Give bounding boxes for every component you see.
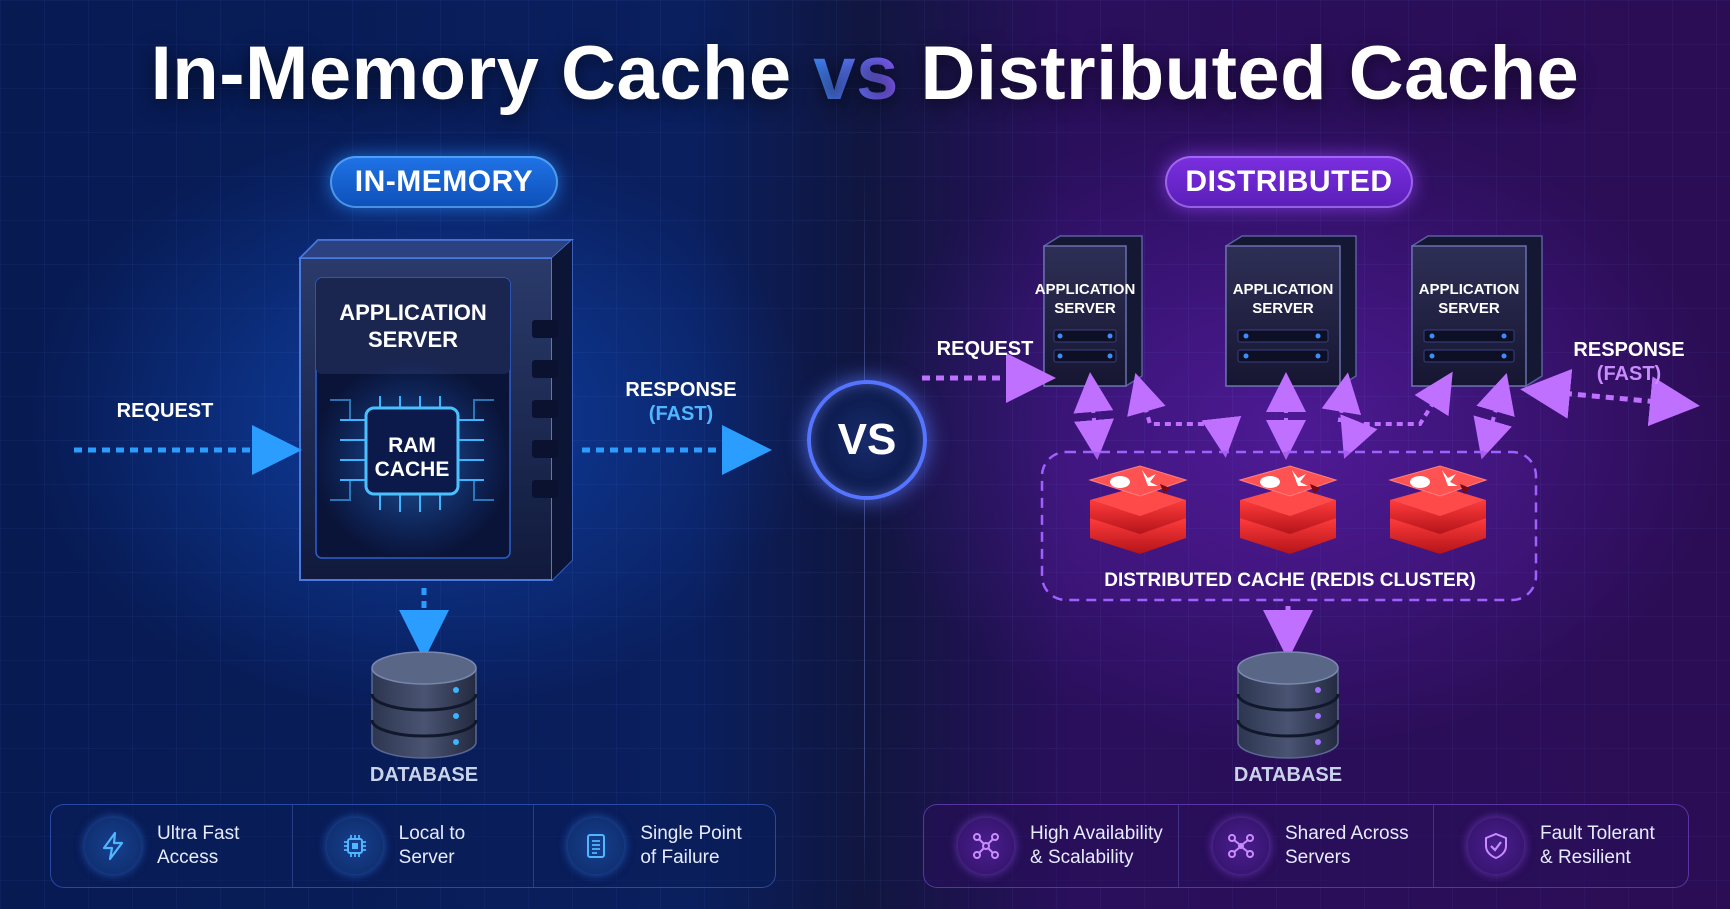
- feature-fault-tolerant: Fault Tolerant & Resilient: [1434, 805, 1688, 887]
- shield-check-icon: [1468, 818, 1524, 874]
- request-label-right: REQUEST: [936, 338, 1034, 360]
- ram-label-line2: CACHE: [375, 458, 450, 481]
- chip-icon: [326, 818, 383, 874]
- feature-5-line2: Servers: [1285, 847, 1351, 868]
- feature-5-line1: Shared Across: [1285, 823, 1409, 844]
- database-icon-left: [370, 651, 478, 759]
- lightning-icon: [85, 818, 141, 874]
- response-arrow-right: [1520, 368, 1700, 427]
- title-left: In-Memory Cache: [150, 31, 792, 116]
- server-3-label-line2: SERVER: [1438, 300, 1500, 317]
- response-left-line1: RESPONSE: [625, 379, 737, 401]
- distributed-badge: DISTRIBUTED: [1165, 156, 1413, 208]
- response-left-line2: (FAST): [648, 403, 714, 425]
- response-label-right: RESPONSE (FAST): [1564, 338, 1694, 386]
- server-2-label-line1: APPLICATION: [1233, 281, 1334, 298]
- ram-label-line1: RAM: [388, 434, 436, 457]
- vs-badge: VS: [807, 380, 927, 500]
- application-server-3: [1411, 235, 1543, 387]
- share-nodes-icon: [1213, 818, 1269, 874]
- application-server-1: [1043, 235, 1143, 387]
- feature-2-line1: Local to: [398, 823, 466, 844]
- feature-6-line1: Fault Tolerant: [1540, 823, 1655, 844]
- feature-3-line1: Single Point: [640, 823, 742, 844]
- response-right-line2: (FAST): [1596, 363, 1662, 385]
- title-vs: vs: [813, 31, 899, 116]
- distributed-features: High Availability & Scalability Shared Ac…: [923, 804, 1689, 888]
- network-icon: [958, 818, 1014, 874]
- cluster-connectors: [1073, 371, 1515, 460]
- server-label-line1: APPLICATION: [339, 300, 486, 325]
- feature-6-line2: & Resilient: [1540, 847, 1631, 868]
- feature-4-line1: High Availability: [1030, 823, 1163, 844]
- document-icon: [568, 818, 625, 874]
- title-right: Distributed Cache: [920, 31, 1580, 116]
- request-label-left: REQUEST: [116, 400, 214, 422]
- server-label-line2: SERVER: [368, 327, 458, 352]
- feature-local: Local to Server: [293, 805, 535, 887]
- server-1-label-line2: SERVER: [1054, 300, 1116, 317]
- ram-chip-icon: [330, 396, 494, 512]
- feature-2-line2: Server: [398, 847, 455, 868]
- server-1-label-line1: APPLICATION: [1035, 281, 1136, 298]
- application-server-2: [1225, 235, 1357, 387]
- feature-1-line2: Access: [157, 847, 219, 868]
- feature-single-point: Single Point of Failure: [534, 805, 775, 887]
- database-label-right: DATABASE: [1233, 764, 1343, 786]
- redis-node-1-icon: [1088, 465, 1188, 554]
- redis-cluster-label: DISTRIBUTED CACHE (REDIS CLUSTER): [1104, 570, 1476, 591]
- server-2-label-line2: SERVER: [1252, 300, 1314, 317]
- database-label-left: DATABASE: [369, 764, 479, 786]
- feature-1-line1: Ultra Fast: [157, 823, 240, 844]
- feature-4-line2: & Scalability: [1030, 847, 1134, 868]
- redis-node-2-icon: [1238, 465, 1338, 554]
- response-label-left: RESPONSE (FAST): [616, 378, 746, 426]
- database-icon-right: [1236, 651, 1340, 759]
- response-right-line1: RESPONSE: [1573, 339, 1685, 361]
- server-3-label-line1: APPLICATION: [1419, 281, 1520, 298]
- center-divider: [864, 160, 865, 900]
- in-memory-badge: IN-MEMORY: [330, 156, 558, 208]
- feature-3-line2: of Failure: [640, 847, 720, 868]
- redis-node-3-icon: [1388, 465, 1488, 554]
- page-title: In-Memory Cache vs Distributed Cache: [0, 30, 1730, 117]
- feature-high-availability: High Availability & Scalability: [924, 805, 1179, 887]
